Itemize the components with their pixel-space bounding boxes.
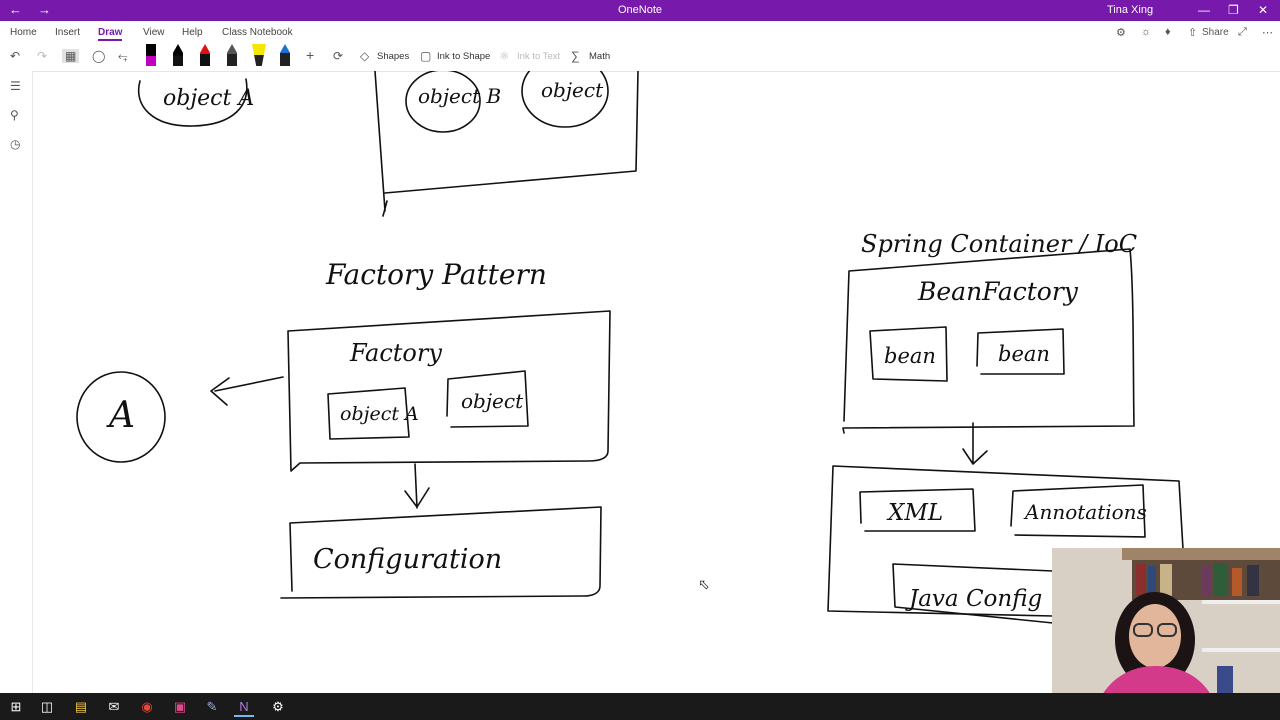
pen-blue-icon[interactable] <box>280 44 290 66</box>
bean-box-2 <box>976 328 1065 375</box>
ink-text-object-top: object <box>541 78 604 102</box>
notebooks-icon[interactable]: ☰ <box>10 79 21 93</box>
undo-icon[interactable]: ↶ <box>10 49 21 63</box>
ink-factory-object-a: object A <box>340 403 419 425</box>
user-name[interactable]: Tina Xing <box>1107 4 1154 16</box>
bean-factory-box <box>842 248 1135 434</box>
ink-configuration-label: Configuration <box>313 544 502 575</box>
ink-text-object-a-top: object A <box>163 86 254 111</box>
math-icon: ∑ <box>571 49 580 63</box>
factory-object-box <box>446 370 529 428</box>
recent-icon[interactable]: ◷ <box>10 137 21 151</box>
ink-to-shape-button[interactable]: Ink to Shape <box>437 51 491 62</box>
task-view-icon[interactable]: ◫ <box>40 699 54 714</box>
factory-box <box>287 310 611 472</box>
ink-client-label: A <box>106 395 135 436</box>
highlighter-yellow-icon[interactable] <box>252 44 266 66</box>
top-container-box <box>374 70 639 217</box>
redo-icon[interactable]: ↷ <box>37 49 48 63</box>
forward-arrow-icon[interactable]: → <box>38 2 51 17</box>
ink-annotations-label: Annotations <box>1023 500 1147 524</box>
settings-icon[interactable]: ⚙ <box>272 699 284 714</box>
ink-factory-object: object <box>461 389 524 413</box>
add-pen-icon[interactable]: + <box>306 47 315 63</box>
shapes-icon: ◇ <box>360 49 370 63</box>
annotations-box <box>1010 484 1146 538</box>
ribbon-tabs: Home Insert Draw View Help Class Noteboo… <box>0 21 1280 41</box>
ink-spring-heading: Spring Container / IoC <box>861 230 1137 258</box>
lasso-select-icon[interactable]: ◯ <box>92 49 106 63</box>
ink-drawing: object A object B object Factory Pattern… <box>76 54 1184 624</box>
intellij-icon[interactable]: ▣ <box>173 699 187 714</box>
ink-bean-2: bean <box>998 342 1050 366</box>
ink-to-text-icon: ⚛ <box>499 49 510 63</box>
ink-to-shape-icon: ▢ <box>420 49 432 63</box>
sync-icon[interactable]: ⚙ <box>1116 27 1126 39</box>
xml-box <box>859 488 976 532</box>
more-options-icon[interactable]: ⋯ <box>1262 27 1273 39</box>
factory-object-a-box <box>327 387 410 440</box>
arrow-beanfactory-to-config <box>962 422 988 465</box>
pen-purple-icon[interactable] <box>146 44 156 66</box>
share-button[interactable]: Share <box>1202 27 1229 38</box>
tab-home[interactable]: Home <box>10 27 37 38</box>
tab-draw[interactable]: Draw <box>98 27 123 41</box>
paint-icon[interactable]: ✎ <box>206 699 218 714</box>
ink-to-text-button[interactable]: Ink to Text <box>517 51 561 62</box>
taskbar: ⊞ ◫ ▤ ✉ ◉ ▣ ✎ N ⚙ <box>0 693 1280 720</box>
ink-factory-label: Factory <box>349 339 442 367</box>
ink-text-object-b: object B <box>418 84 501 108</box>
app-title: OneNote <box>617 4 663 16</box>
onenote-taskbar-icon[interactable]: N <box>234 697 254 717</box>
bell-icon[interactable]: ♦ <box>1165 26 1171 38</box>
arrow-factory-to-client <box>210 376 284 406</box>
ink-replay-icon[interactable]: ⟳ <box>333 49 344 63</box>
mouse-pointer-icon: ⬁ <box>698 576 710 592</box>
chrome-icon[interactable]: ◉ <box>141 699 153 714</box>
config-container-box <box>827 465 1184 617</box>
back-arrow-icon[interactable]: ← <box>9 2 22 17</box>
file-explorer-icon[interactable]: ▤ <box>74 699 88 714</box>
pen-black-icon[interactable] <box>173 44 183 66</box>
expand-icon[interactable]: ⤢ <box>1238 26 1247 38</box>
tab-help[interactable]: Help <box>182 27 203 38</box>
select-icon[interactable]: ▦ <box>62 49 80 63</box>
restore-icon[interactable]: ❐ <box>1228 3 1239 17</box>
client-circle <box>76 371 166 463</box>
bean-box-1 <box>869 326 948 382</box>
ink-xml-label: XML <box>886 500 943 526</box>
arrow-factory-to-config <box>404 463 430 509</box>
lightbulb-icon[interactable]: ☼ <box>1141 26 1152 38</box>
add-space-icon[interactable]: ⥆ <box>118 49 128 63</box>
minimize-icon[interactable]: — <box>1198 3 1210 17</box>
close-icon[interactable]: ✕ <box>1258 3 1269 17</box>
ink-bean-1: bean <box>884 344 936 368</box>
page-canvas[interactable]: object A object B object Factory Pattern… <box>33 54 1280 693</box>
math-button[interactable]: Math <box>589 51 611 62</box>
share-icon: ⇧ <box>1188 27 1198 39</box>
pen-gray-icon[interactable] <box>227 44 237 66</box>
navigation-rail: ☰ ⚲ ◷ <box>0 71 33 693</box>
search-icon[interactable]: ⚲ <box>10 108 19 122</box>
ink-factory-pattern-heading: Factory Pattern <box>325 258 547 291</box>
tab-view[interactable]: View <box>143 27 165 38</box>
tab-class-notebook[interactable]: Class Notebook <box>222 27 293 38</box>
shapes-button[interactable]: Shapes <box>377 51 410 62</box>
ink-bean-factory-label: BeanFactory <box>917 277 1079 306</box>
tab-insert[interactable]: Insert <box>55 27 81 38</box>
pen-red-icon[interactable] <box>200 44 210 66</box>
ink-java-config-label: Java Config <box>905 586 1042 612</box>
mail-icon[interactable]: ✉ <box>108 699 120 714</box>
java-config-box <box>892 563 1054 624</box>
webcam-video <box>1052 548 1280 720</box>
object-a-circle-top <box>137 78 248 127</box>
title-bar: ← → OneNote Tina Xing — ❐ ✕ <box>0 0 1280 21</box>
configuration-box <box>280 506 602 599</box>
draw-toolbar: ↶ ↷ ▦ ◯ ⥆ + ⟳ ◇ Shapes ▢ Ink to Shape ⚛ … <box>0 41 1280 72</box>
start-windows-icon[interactable]: ⊞ <box>10 699 22 714</box>
